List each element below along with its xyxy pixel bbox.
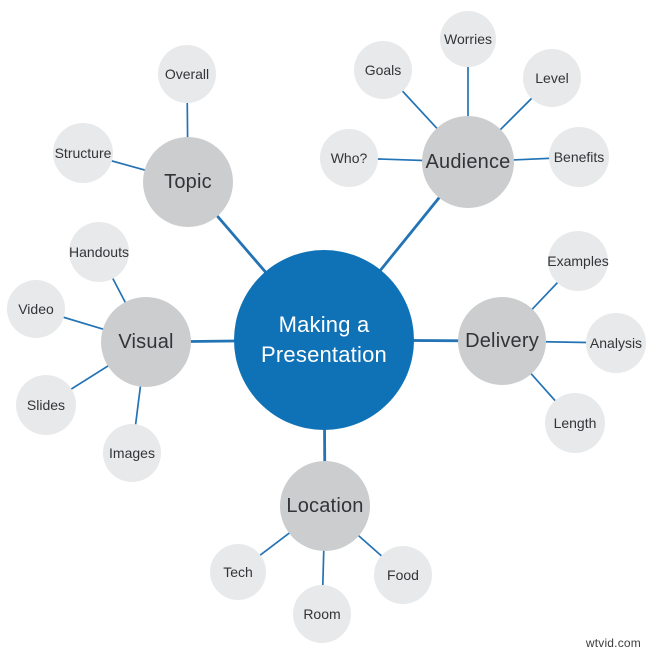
node-label: Who? bbox=[330, 150, 368, 166]
node-label: Room bbox=[303, 606, 341, 622]
node-label: Presentation bbox=[261, 342, 387, 367]
node-audience: Audience bbox=[422, 116, 514, 208]
node-label: Video bbox=[18, 301, 54, 317]
node-label: Worries bbox=[444, 31, 492, 47]
node-label: Level bbox=[535, 70, 569, 86]
node-label: Making a bbox=[278, 311, 370, 337]
node-overall: Overall bbox=[158, 45, 216, 103]
node-delivery: Delivery bbox=[458, 297, 546, 385]
node-label: Analysis bbox=[589, 335, 643, 351]
node-structure: Structure bbox=[53, 123, 113, 183]
node-location: Location bbox=[280, 461, 370, 551]
node-label: Images bbox=[109, 445, 155, 461]
watermark: wtvid.com bbox=[585, 636, 641, 650]
node-label: Topic bbox=[164, 170, 212, 193]
node-label: Location bbox=[286, 494, 364, 517]
node-label: Goals bbox=[364, 62, 402, 78]
node-slides: Slides bbox=[16, 375, 76, 435]
node-level: Level bbox=[523, 49, 581, 107]
node-label: Tech bbox=[223, 564, 253, 580]
node-length: Length bbox=[545, 393, 605, 453]
node-label: Overall bbox=[164, 66, 210, 82]
node-label: Examples bbox=[547, 253, 609, 269]
node-label: Structure bbox=[54, 145, 112, 161]
node-video: Video bbox=[7, 280, 65, 338]
node-benefits: Benefits bbox=[549, 127, 609, 187]
node-room: Room bbox=[293, 585, 351, 643]
node-analysis: Analysis bbox=[586, 313, 646, 373]
node-tech: Tech bbox=[210, 544, 266, 600]
node-label: Visual bbox=[118, 330, 174, 353]
node-worries: Worries bbox=[440, 11, 496, 67]
node-label: Benefits bbox=[553, 149, 605, 165]
node-images: Images bbox=[103, 424, 161, 482]
node-visual: Visual bbox=[101, 297, 191, 387]
node-label: Delivery bbox=[465, 329, 539, 352]
node-examples: Examples bbox=[547, 231, 609, 291]
node-food: Food bbox=[374, 546, 432, 604]
node-who: Who? bbox=[320, 129, 378, 187]
node-making-a-presentation: Making a Presentation bbox=[234, 250, 414, 430]
node-label: Slides bbox=[26, 397, 66, 413]
node-label: Audience bbox=[425, 150, 511, 173]
node-handouts: Handouts bbox=[69, 222, 129, 282]
node-label: Length bbox=[553, 415, 597, 431]
node-goals: Goals bbox=[354, 41, 412, 99]
node-topic: Topic bbox=[143, 137, 233, 227]
node-label: Handouts bbox=[69, 244, 129, 260]
node-label: Food bbox=[387, 567, 419, 583]
